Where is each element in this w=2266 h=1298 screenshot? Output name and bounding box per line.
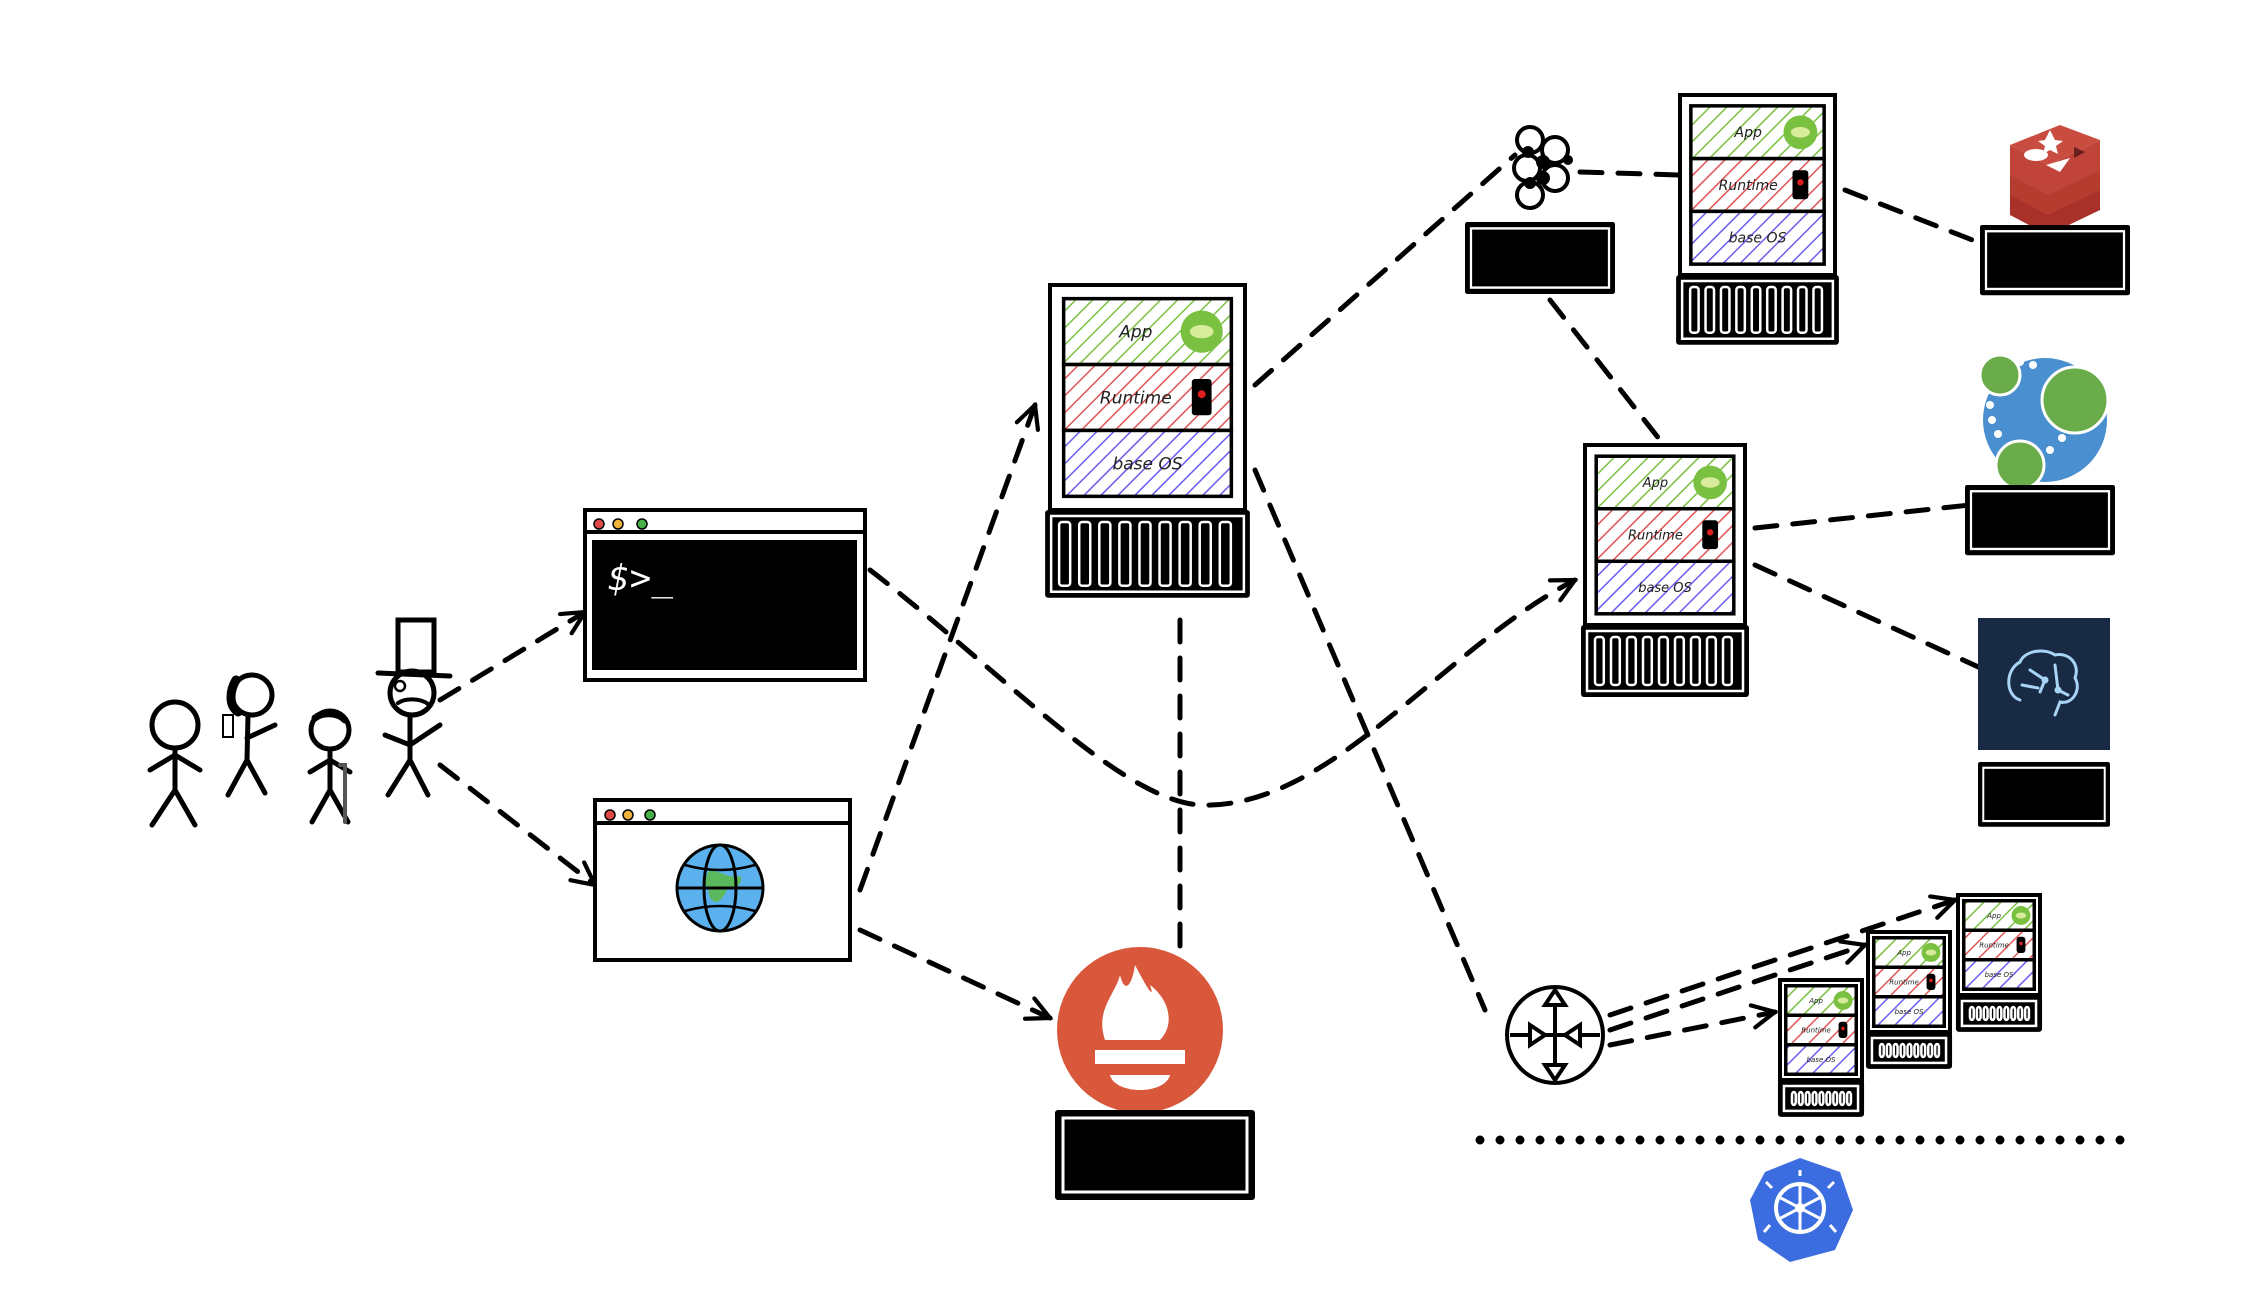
neo4j-icon [1978,353,2110,491]
layer-os-label: base OS [1985,971,2014,979]
edge-router-replica3 [1607,900,1955,1018]
layer-runtime-label: Runtime [1719,178,1778,194]
layer-runtime-label: Runtime [1801,1026,1831,1034]
edge-servicea-redis [1842,187,1988,248]
kubernetes-icon [1750,1158,1853,1262]
user-cane [307,708,353,825]
container-base [1955,995,2043,1032]
edge-users-browser [437,762,595,885]
edge-router-replica1 [1607,1012,1775,1048]
window-minimize-dot [612,518,624,530]
layer-os-label: base OS [1638,581,1692,596]
edge-gateway-broker [1252,152,1518,388]
kubernetes-node [1750,1158,1853,1262]
redis-icon [2010,125,2100,235]
prometheus-node [1053,947,1257,1202]
user-phone [222,672,278,798]
layer-os-label: base OS [1895,1008,1924,1016]
layer-os [1689,209,1826,266]
layer-os [1961,958,2037,992]
redis-node [1978,125,2132,297]
edge-terminal-serviceb [867,567,1575,808]
layer-app-label: App [1808,997,1823,1005]
layer-app-label: App [1642,476,1668,491]
edge-broker-serviceb [1547,297,1663,443]
layer-os [1871,995,1947,1029]
load-balancer-node [1505,985,1605,1085]
edge-browser-prometheus [857,927,1050,1018]
layer-os-label: base OS [1729,231,1787,247]
layer-os-label: base OS [1807,1056,1836,1064]
user-plain [147,699,203,828]
users [147,617,453,828]
browser-window [593,798,852,962]
layer-app-label: App [1896,949,1911,957]
layer-runtime-label: Runtime [1889,978,1919,986]
message-broker-node [1463,125,1617,296]
neo4j-node [1963,353,2117,557]
router-icon [1505,985,1605,1085]
container-base [1777,1080,1865,1117]
edge-serviceb-neo4j [1752,502,1973,531]
edge-browser-gateway [857,405,1035,893]
layer-app-label: App [1986,912,2001,920]
layer-app [1689,104,1826,161]
edge-broker-servicea [1577,169,1683,178]
ai-model-node [1976,618,2112,828]
broker-icon [1512,125,1573,210]
layer-os-label: base OS [1112,454,1182,474]
prometheus-icon [1057,947,1223,1113]
terminal-window: $>_ [583,508,867,682]
edge-gateway-router [1252,467,1488,1013]
layer-runtime-label: Runtime [1628,529,1683,544]
layer-app-label: App [1118,323,1152,343]
layer-runtime-label: Runtime [1100,388,1172,408]
window-close-dot [593,518,605,530]
edge-users-terminal [437,609,585,703]
layer-os [1783,1043,1859,1077]
edge-router-replica2 [1607,945,1865,1033]
connections [437,152,1988,1048]
layer-os [1061,428,1234,499]
layer-runtime-label: Runtime [1979,941,2009,949]
window-maximize-dot [636,518,648,530]
edge-serviceb-ai [1752,562,1988,673]
brain-icon [2007,649,2079,717]
container-base [1865,1032,1953,1069]
layer-app-label: App [1734,125,1762,141]
terminal-prompt: $>_ [608,558,673,599]
globe-icon [675,843,765,933]
user-top-hat [375,617,453,798]
layer-os [1594,559,1736,616]
